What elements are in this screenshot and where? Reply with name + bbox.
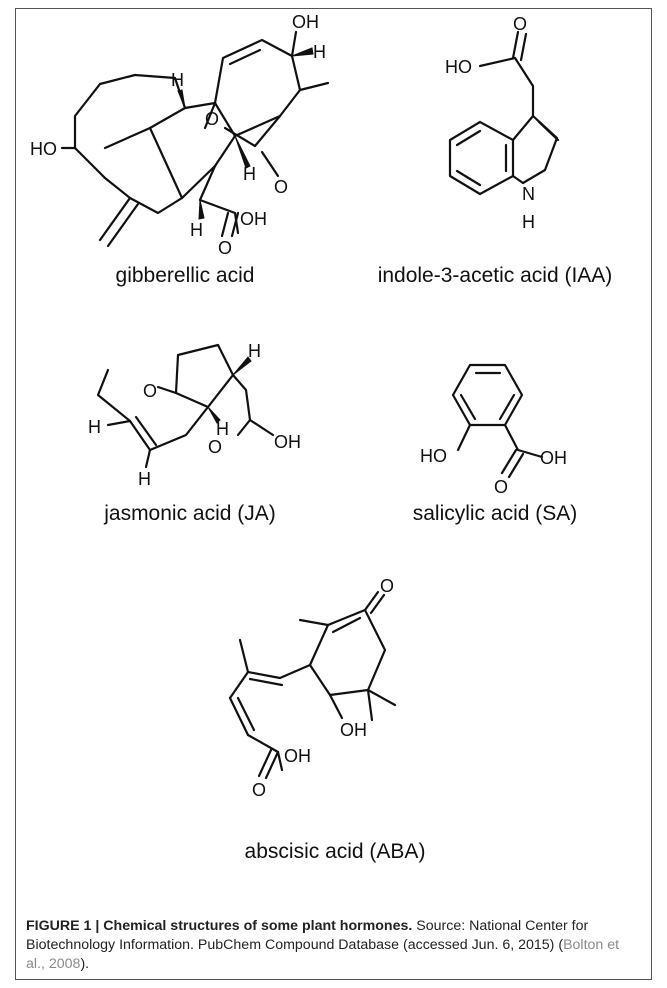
atom-o: O — [205, 109, 219, 129]
structure-abscisic-acid: O OH OH O — [200, 576, 460, 830]
atom-h: H — [216, 419, 229, 439]
caption-reference-link[interactable]: Bolton et al., 2008 — [26, 937, 620, 972]
atom-h: H — [88, 417, 101, 437]
caption-body: Source: National Center for Biotechnolog… — [26, 918, 589, 953]
atom-h: H — [138, 469, 151, 489]
atom-ho: HO — [420, 446, 447, 466]
atom-n: N — [522, 184, 535, 204]
salicylic-acid-diagram: HO OH O — [420, 363, 567, 497]
atom-o: O — [274, 177, 288, 197]
atom-o: O — [380, 576, 394, 596]
figure-frame — [15, 8, 652, 980]
atom-o: O — [143, 381, 157, 401]
caption-lead: FIGURE 1 | Chemical structures of some p… — [26, 918, 413, 934]
atom-o: O — [208, 437, 222, 457]
compound-name-iaa: indole-3-acetic acid (IAA) — [377, 264, 613, 287]
atom-o: O — [513, 14, 527, 34]
structure-jasmonic-acid: O H H H H O OH — [68, 335, 328, 489]
structure-gibberellic-acid: HO OH H H O H O H OH O — [30, 12, 350, 268]
gibberellic-acid-diagram: HO OH H H O H O H OH O — [30, 12, 330, 258]
structure-salicylic-acid: HO OH O — [410, 355, 610, 505]
atom-oh: OH — [540, 448, 567, 468]
atom-oh: OH — [240, 209, 267, 229]
atom-oh: OH — [284, 746, 311, 766]
atom-oh: OH — [274, 432, 301, 452]
compound-name-abscisic-acid: abscisic acid (ABA) — [244, 840, 426, 863]
compound-name-gibberellic-acid: gibberellic acid — [115, 264, 255, 287]
abscisic-acid-diagram: O OH OH O — [228, 576, 397, 800]
atom-oh: OH — [340, 720, 367, 740]
caption-tail: ). — [80, 956, 90, 972]
atom-ho: HO — [30, 139, 57, 159]
atom-o: O — [218, 238, 232, 258]
atom-h: H — [171, 70, 184, 90]
atom-h: H — [190, 220, 203, 240]
atom-ho: HO — [445, 57, 472, 77]
atom-h: H — [248, 341, 261, 361]
figure-caption: FIGURE 1 | Chemical structures of some p… — [26, 917, 636, 974]
atom-o: O — [252, 780, 266, 800]
atom-h: H — [313, 42, 326, 62]
compound-name-jasmonic-acid: jasmonic acid (JA) — [104, 502, 276, 525]
atom-oh: OH — [292, 12, 319, 32]
structure-iaa: O HO N H — [395, 14, 625, 258]
compound-name-salicylic-acid: salicylic acid (SA) — [412, 502, 578, 525]
iaa-diagram: O HO N H — [445, 14, 560, 232]
atom-h: H — [243, 164, 256, 184]
atom-h: H — [522, 212, 535, 232]
atom-o: O — [494, 477, 508, 497]
jasmonic-acid-diagram: O H H H H O OH — [88, 341, 301, 489]
